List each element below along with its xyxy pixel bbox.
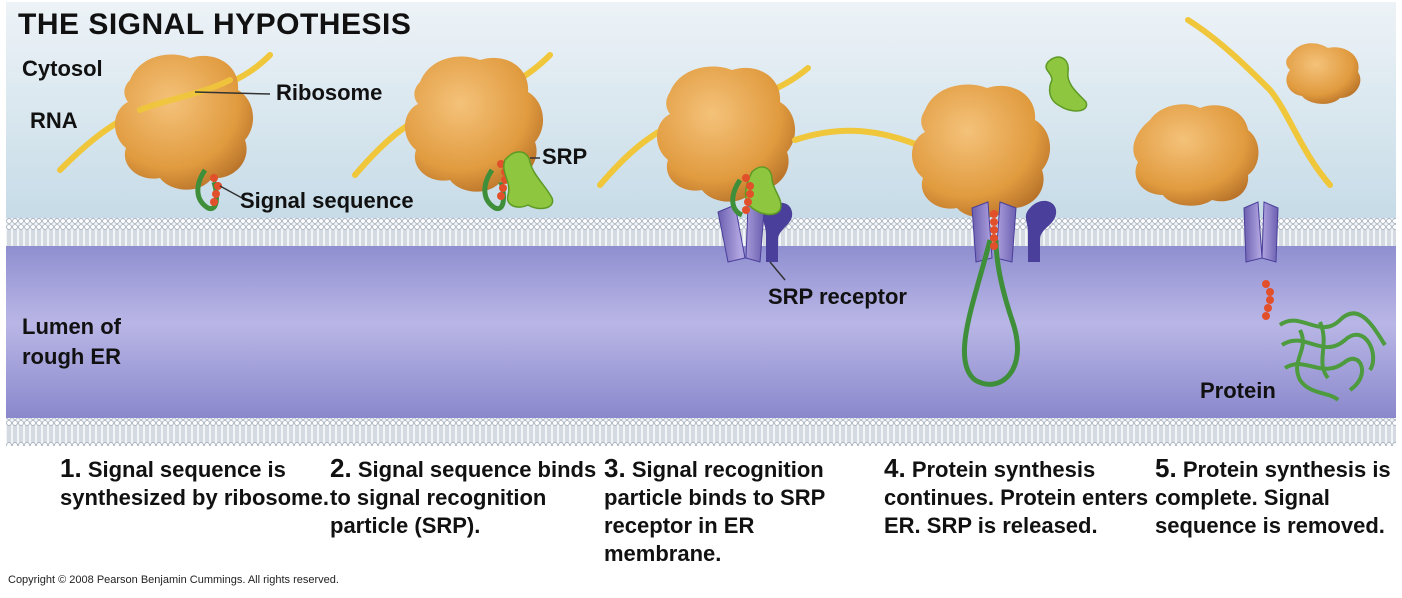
step-4-caption: 4. Protein synthesis continues. Protein …: [884, 454, 1154, 540]
step-3-caption: 3. Signal recognition particle binds to …: [604, 454, 874, 568]
step-5-text: Protein synthesis is complete. Signal se…: [1155, 457, 1391, 538]
lumen-label-line1: Lumen of: [22, 314, 121, 339]
copyright-notice: Copyright © 2008 Pearson Benjamin Cummin…: [8, 574, 339, 586]
signal-sequence-beads: [990, 210, 998, 250]
step-3-number: 3.: [604, 453, 626, 483]
step-2-text: Signal sequence binds to signal recognit…: [330, 457, 597, 538]
rna-label: RNA: [30, 108, 78, 133]
released-srp: [1045, 56, 1088, 112]
signal-sequence-label: Signal sequence: [240, 188, 414, 213]
step-2-caption: 2. Signal sequence binds to signal recog…: [330, 454, 600, 540]
cytosol-label: Cytosol: [22, 56, 103, 81]
step5-illustration: [1133, 17, 1387, 402]
step-4-number: 4.: [884, 453, 906, 483]
removed-signal-sequence: [1262, 280, 1274, 320]
ribosome-label: Ribosome: [276, 80, 383, 105]
membrane-top: [6, 218, 1396, 246]
ribosome: [911, 84, 1051, 218]
ribosome-small: [1286, 43, 1361, 104]
step-2-number: 2.: [330, 453, 352, 483]
protein-label: Protein: [1200, 378, 1276, 403]
srp: [503, 151, 554, 210]
step-5-number: 5.: [1155, 453, 1177, 483]
step1-illustration: [57, 52, 273, 212]
ribosome: [656, 66, 796, 202]
ribosome: [114, 54, 254, 190]
protein-loop: [961, 239, 1020, 387]
rna-strand-front: [137, 77, 233, 113]
srp-label: SRP: [542, 144, 588, 169]
membrane-bottom: [6, 418, 1396, 446]
nascent-chain: [730, 178, 744, 218]
folded-protein: [1278, 311, 1387, 402]
srp-receptor-label: SRP receptor: [768, 284, 907, 309]
rna-strand: [1185, 17, 1333, 188]
step-3-text: Signal recognition particle binds to SRP…: [604, 457, 825, 566]
lumen-label-line2: rough ER: [22, 344, 121, 369]
signal-sequence-beads: [742, 174, 754, 214]
er-lumen-region: [6, 246, 1396, 418]
step-4-text: Protein synthesis continues. Protein ent…: [884, 457, 1149, 538]
step-1-text: Signal sequence is synthesized by riboso…: [60, 457, 329, 510]
diagram-title: THE SIGNAL HYPOTHESIS: [18, 8, 412, 41]
srp-receptor: [1025, 200, 1057, 262]
step-5-caption: 5. Protein synthesis is complete. Signal…: [1155, 454, 1395, 540]
step-1-caption: 1. Signal sequence is synthesized by rib…: [60, 454, 330, 512]
step2-illustration: [352, 52, 554, 212]
ribosome-large: [1133, 104, 1259, 206]
translocon: [1243, 201, 1279, 263]
signal-sequence-beads: [210, 174, 222, 206]
step4-illustration: [792, 56, 1088, 387]
srp-receptor: [763, 202, 793, 262]
step3-illustration: [597, 65, 811, 281]
step-1-number: 1.: [60, 453, 82, 483]
